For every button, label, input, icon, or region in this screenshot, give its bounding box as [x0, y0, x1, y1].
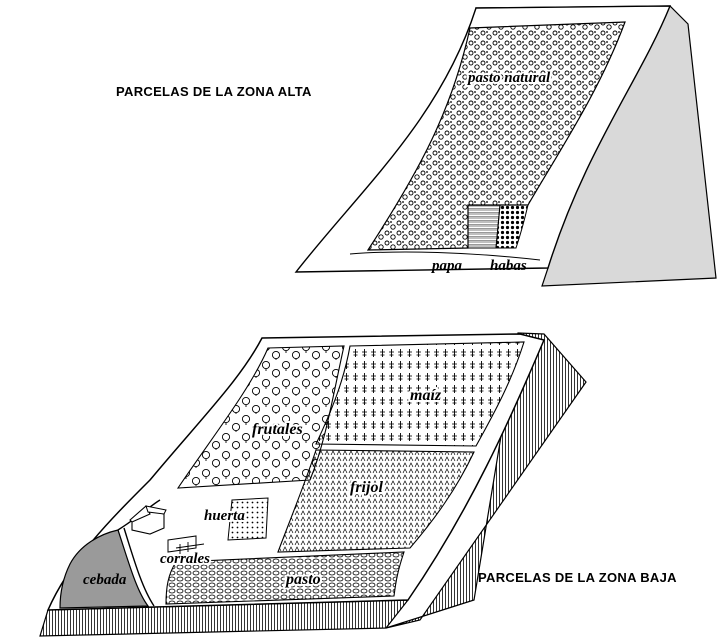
pasture-plot — [165, 551, 405, 605]
lower-terrace-side — [385, 332, 587, 629]
upper-zone-slope: pasto natural papa habas — [294, 5, 717, 287]
beans-plot — [277, 449, 475, 553]
barley-plot — [59, 529, 150, 609]
corrals-label: corrales — [160, 551, 210, 567]
barley-label: cebada — [83, 572, 127, 588]
upper-zone-heading: PARCELAS DE LA ZONA ALTA — [116, 84, 312, 99]
pasture-label: pasto — [284, 571, 321, 588]
lower-zone-terrace: frutales maíz frijol huerta corrales ceb… — [39, 332, 587, 637]
potato-plot — [467, 204, 501, 249]
fruit-trees-label: frutales — [252, 421, 303, 438]
maize-plot — [315, 341, 525, 447]
maize-label: maíz — [410, 387, 442, 404]
garden-label: huerta — [204, 508, 245, 524]
upper-front-bank — [349, 251, 541, 261]
broad-beans-plot — [495, 204, 529, 249]
fruit-trees-plot — [176, 345, 345, 489]
lower-zone-heading: PARCELAS DE LA ZONA BAJA — [478, 570, 677, 585]
beans-label: frijol — [350, 479, 383, 496]
corrals-icon — [167, 535, 205, 554]
farmhouse-icon — [129, 505, 167, 535]
garden-plot — [227, 497, 269, 541]
broad-beans-label: habas — [490, 258, 527, 274]
natural-pasture-label: pasto natural — [466, 70, 551, 86]
potato-label: papa — [430, 258, 463, 274]
